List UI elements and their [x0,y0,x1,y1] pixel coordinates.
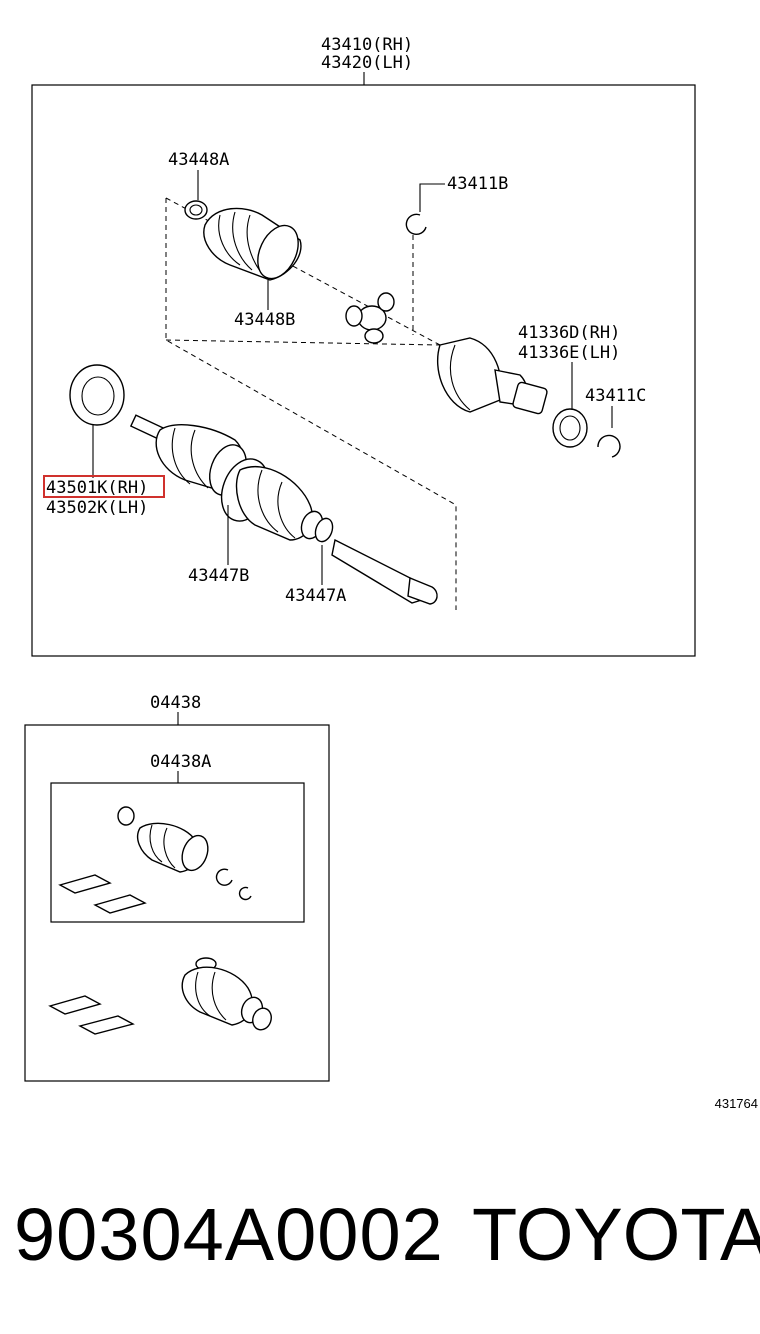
label-04438A[interactable]: 04438A [150,752,211,772]
label-43420[interactable]: 43420(LH) [321,53,413,73]
label-43447B[interactable]: 43447B [188,566,249,586]
label-41336D[interactable]: 41336D(RH) [518,323,620,343]
label-04438[interactable]: 04438 [150,693,201,713]
part-number: 90304A0002 [14,1193,444,1276]
snap-ring-43411B [405,213,427,236]
oil-seal-43501K [69,364,125,426]
brand-name: TOYOTA [472,1193,760,1276]
label-43501K[interactable]: 43501K(RH) [46,478,148,498]
bearing-ring-41336 [552,408,588,448]
label-43448A[interactable]: 43448A [168,150,229,170]
tripod-joint [345,292,395,344]
boot-kit-04438A-parts [58,806,252,914]
label-43411B[interactable]: 43411B [447,174,508,194]
highlight-box-43501K [43,475,165,498]
boot-kit-04438-parts [48,957,272,1035]
label-43448B[interactable]: 43448B [234,310,295,330]
clamp-43448A [184,200,208,220]
label-41336E[interactable]: 41336E(LH) [518,343,620,363]
exploded-guide-lines [165,198,457,610]
inner-boot-43448B [203,207,302,281]
reference-code: 431764 [714,1096,758,1111]
boot-kit-frame [24,724,330,1082]
snap-ring-43411C [597,434,621,458]
exploded-parts-diagram: 43410(RH) 43420(LH) 43448A 43448B 43411B [24,35,696,1082]
joint-housing-41336 [436,337,548,415]
label-43411C[interactable]: 43411C [585,386,646,406]
boot-kit-inner-frame [50,782,305,923]
part-caption: 90304A0002 TOYOTA [0,1185,760,1285]
label-43502K[interactable]: 43502K(LH) [46,498,148,518]
label-43447A[interactable]: 43447A [285,586,346,606]
label-43410[interactable]: 43410(RH) [321,35,413,55]
drive-shaft-assembly [129,414,438,605]
main-assembly-frame [31,84,696,657]
